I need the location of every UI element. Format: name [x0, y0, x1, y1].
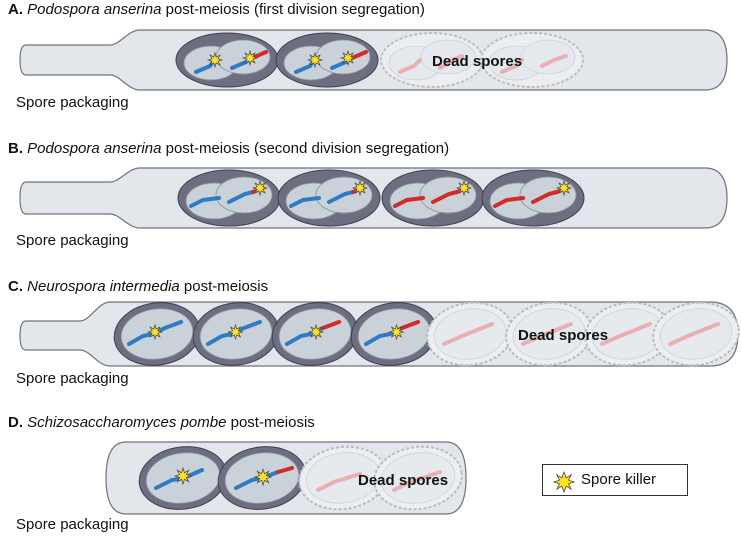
dead-spores-label: Dead spores	[358, 472, 448, 489]
chromosome	[206, 332, 234, 346]
panel-d-title: D. Schizosaccharomyces pombe post-meiosi…	[8, 414, 315, 431]
chromosome	[493, 196, 525, 208]
chromosome	[540, 54, 568, 68]
spore-pair	[381, 169, 485, 227]
spore-killer-icon	[388, 323, 405, 341]
panel-b-caption: Spore packaging	[16, 232, 129, 249]
chromosome	[163, 320, 183, 330]
chromosome	[438, 54, 464, 70]
chromosome	[400, 320, 420, 330]
panel-b-title: B. Podospora anserina post-meiosis (seco…	[8, 140, 449, 157]
chromosome	[364, 332, 392, 346]
dead-spore-pair	[480, 32, 584, 88]
legend-box: Spore killer	[542, 464, 688, 496]
spore-killer-icon	[241, 49, 259, 67]
panel-a-caption: Spore packaging	[16, 94, 129, 111]
chromosome	[321, 320, 341, 330]
dead-spore-pair	[380, 32, 484, 88]
spore-pair	[175, 32, 279, 88]
spores-layer	[113, 32, 740, 511]
panel-letter: D.	[8, 414, 23, 431]
chromosome	[234, 476, 264, 490]
spore-killer-icon	[173, 466, 193, 486]
panel-d-caption: Spore packaging	[16, 516, 129, 533]
spore-killer-icon	[227, 323, 244, 341]
chromosome	[600, 322, 652, 346]
panel-title-suffix: post-meiosis (second division segregatio…	[165, 140, 450, 157]
spore-killer-icon	[253, 467, 273, 487]
spore-killer-icon	[206, 51, 224, 69]
panel-c-caption: Spore packaging	[16, 370, 129, 387]
chromosome	[393, 196, 425, 208]
chromosome	[127, 332, 155, 346]
spore-pair	[275, 32, 379, 88]
spore-killer-icon	[307, 323, 325, 341]
chromosome	[327, 190, 355, 204]
chromosome	[398, 58, 422, 74]
starburst-icon	[553, 471, 575, 493]
chromosome	[350, 50, 368, 60]
chromosome	[276, 466, 294, 474]
spore-pair	[277, 169, 381, 227]
panel-letter: B.	[8, 140, 23, 157]
chromosome	[500, 58, 524, 74]
chromosome	[531, 190, 559, 204]
spore-pair	[481, 169, 585, 227]
spore-pair	[177, 169, 281, 227]
species-name: Podospora anserina	[27, 1, 162, 18]
spore-killer-icon	[339, 49, 357, 67]
species-name: Podospora anserina	[27, 140, 162, 157]
chromosome	[242, 320, 262, 330]
chromosome	[442, 322, 494, 346]
chromosome	[668, 322, 720, 346]
chromosome	[521, 322, 573, 346]
panel-letter: C.	[8, 278, 23, 295]
chromosome	[227, 190, 255, 204]
spore-killer-icon	[455, 179, 473, 197]
chromosome	[289, 196, 321, 208]
panel-letter: A.	[8, 1, 23, 18]
chromosome	[316, 472, 362, 492]
spore-killer-icon	[306, 51, 324, 69]
panel-title-suffix: post-meiosis	[183, 278, 269, 295]
spore-killer-icon	[555, 179, 573, 197]
species-name: Schizosaccharomyces pombe	[27, 414, 227, 431]
chromosome	[392, 470, 442, 492]
spore-killer-icon	[351, 179, 369, 197]
panel-title-suffix: post-meiosis (first division segregation…	[165, 1, 425, 18]
panel-title-suffix: post-meiosis	[230, 414, 315, 431]
chromosome	[431, 190, 459, 204]
dead-spores-label: Dead spores	[518, 327, 608, 344]
panel-a-title: A. Podospora anserina post-meiosis (firs…	[8, 1, 425, 18]
chromosome	[189, 196, 221, 208]
species-name: Neurospora intermedia	[27, 278, 180, 295]
legend-label: Spore killer	[581, 471, 657, 488]
spore-killer-icon	[251, 179, 269, 197]
spore-killer-icon	[146, 323, 164, 341]
panel-c-title: C. Neurospora intermedia post-meiosis	[8, 278, 268, 295]
dead-spores-label: Dead spores	[432, 53, 522, 70]
chromosome	[285, 332, 313, 346]
